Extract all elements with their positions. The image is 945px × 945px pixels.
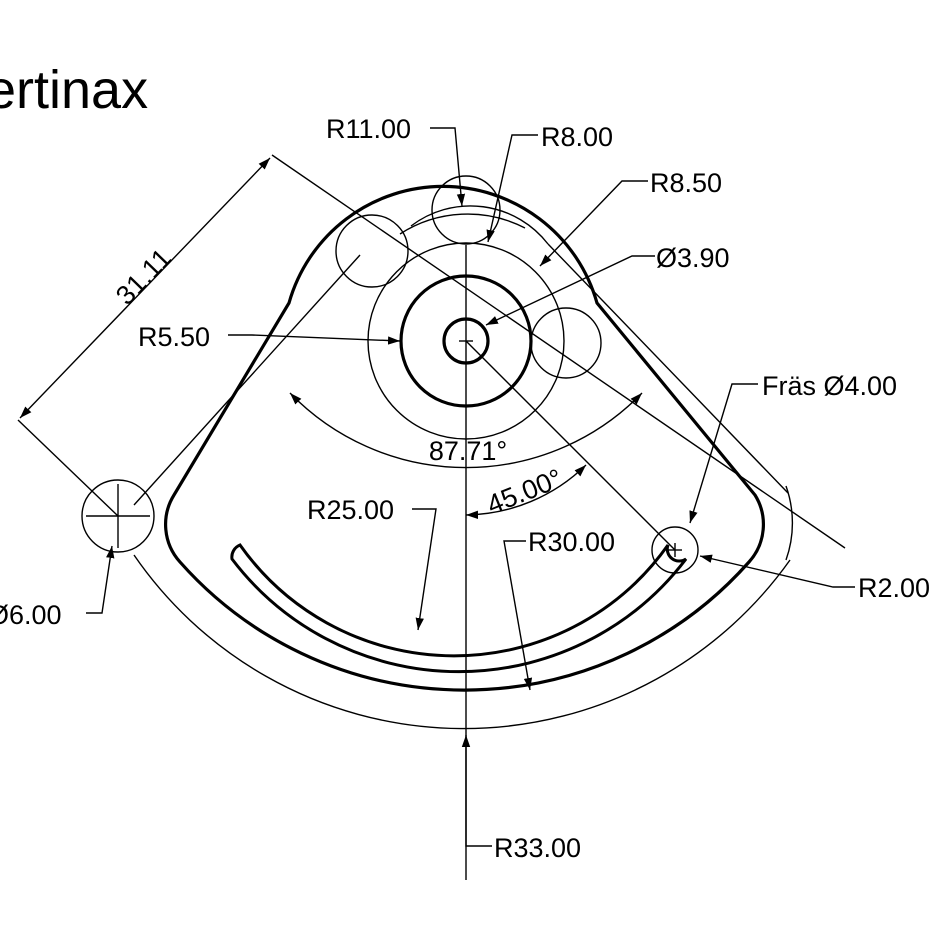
slot-end-centerline [465,340,676,551]
offset-line-left [133,254,361,506]
drawing-title: ertinax [0,60,148,120]
dim-arc-45-00 [465,464,587,520]
label-r30-00: R30.00 [528,527,615,557]
dim-text-45-00: 45.00° [483,463,567,520]
milling-circle-d4 [651,526,699,574]
label-r11-00: R11.00 [326,114,411,144]
dim-text-87-71: 87.71° [429,436,507,466]
diagonal-centerline [271,154,846,549]
construction-circle-right [530,307,602,379]
leader-r8-50 [539,180,648,267]
label-r25-00: R25.00 [307,495,394,525]
label-d6-00: Ø6.00 [0,600,62,630]
extension-line-left [17,419,119,517]
leader-r8-00 [486,134,538,243]
dim-text-31-11: 31.11 [110,243,177,311]
part-outline [164,184,765,692]
label-fras-d4-00: Fräs Ø4.00 [762,371,897,401]
construction-circle-r11 [335,214,409,288]
leader-r2-00 [699,554,855,588]
label-r8-50: R8.50 [650,168,722,198]
leader-r33-00 [461,735,492,847]
construction-arc-top [399,213,526,235]
leader-d3-90 [485,255,655,326]
construction-arc-right [785,485,794,561]
leader-fras-d4-00 [689,383,758,524]
label-d3-90: Ø3.90 [656,243,730,273]
leader-d6-00 [86,545,115,614]
leader-r25-00 [412,508,437,631]
label-r33-00: R33.00 [494,833,581,863]
milled-slot [230,543,688,674]
leader-r5-50 [228,334,401,345]
leader-r11-00 [430,127,466,207]
dim-line-31-11 [19,157,271,419]
construction-arc-r8-50 [410,205,549,245]
outer-arc-r33 [133,554,791,730]
hole-d6-circle [81,479,155,553]
label-r8-00: R8.00 [541,122,613,152]
label-r5-50: R5.50 [138,322,210,352]
offset-line-right [547,243,789,494]
leader-r30-00 [503,540,533,691]
label-r2-00: R2.00 [858,573,930,603]
